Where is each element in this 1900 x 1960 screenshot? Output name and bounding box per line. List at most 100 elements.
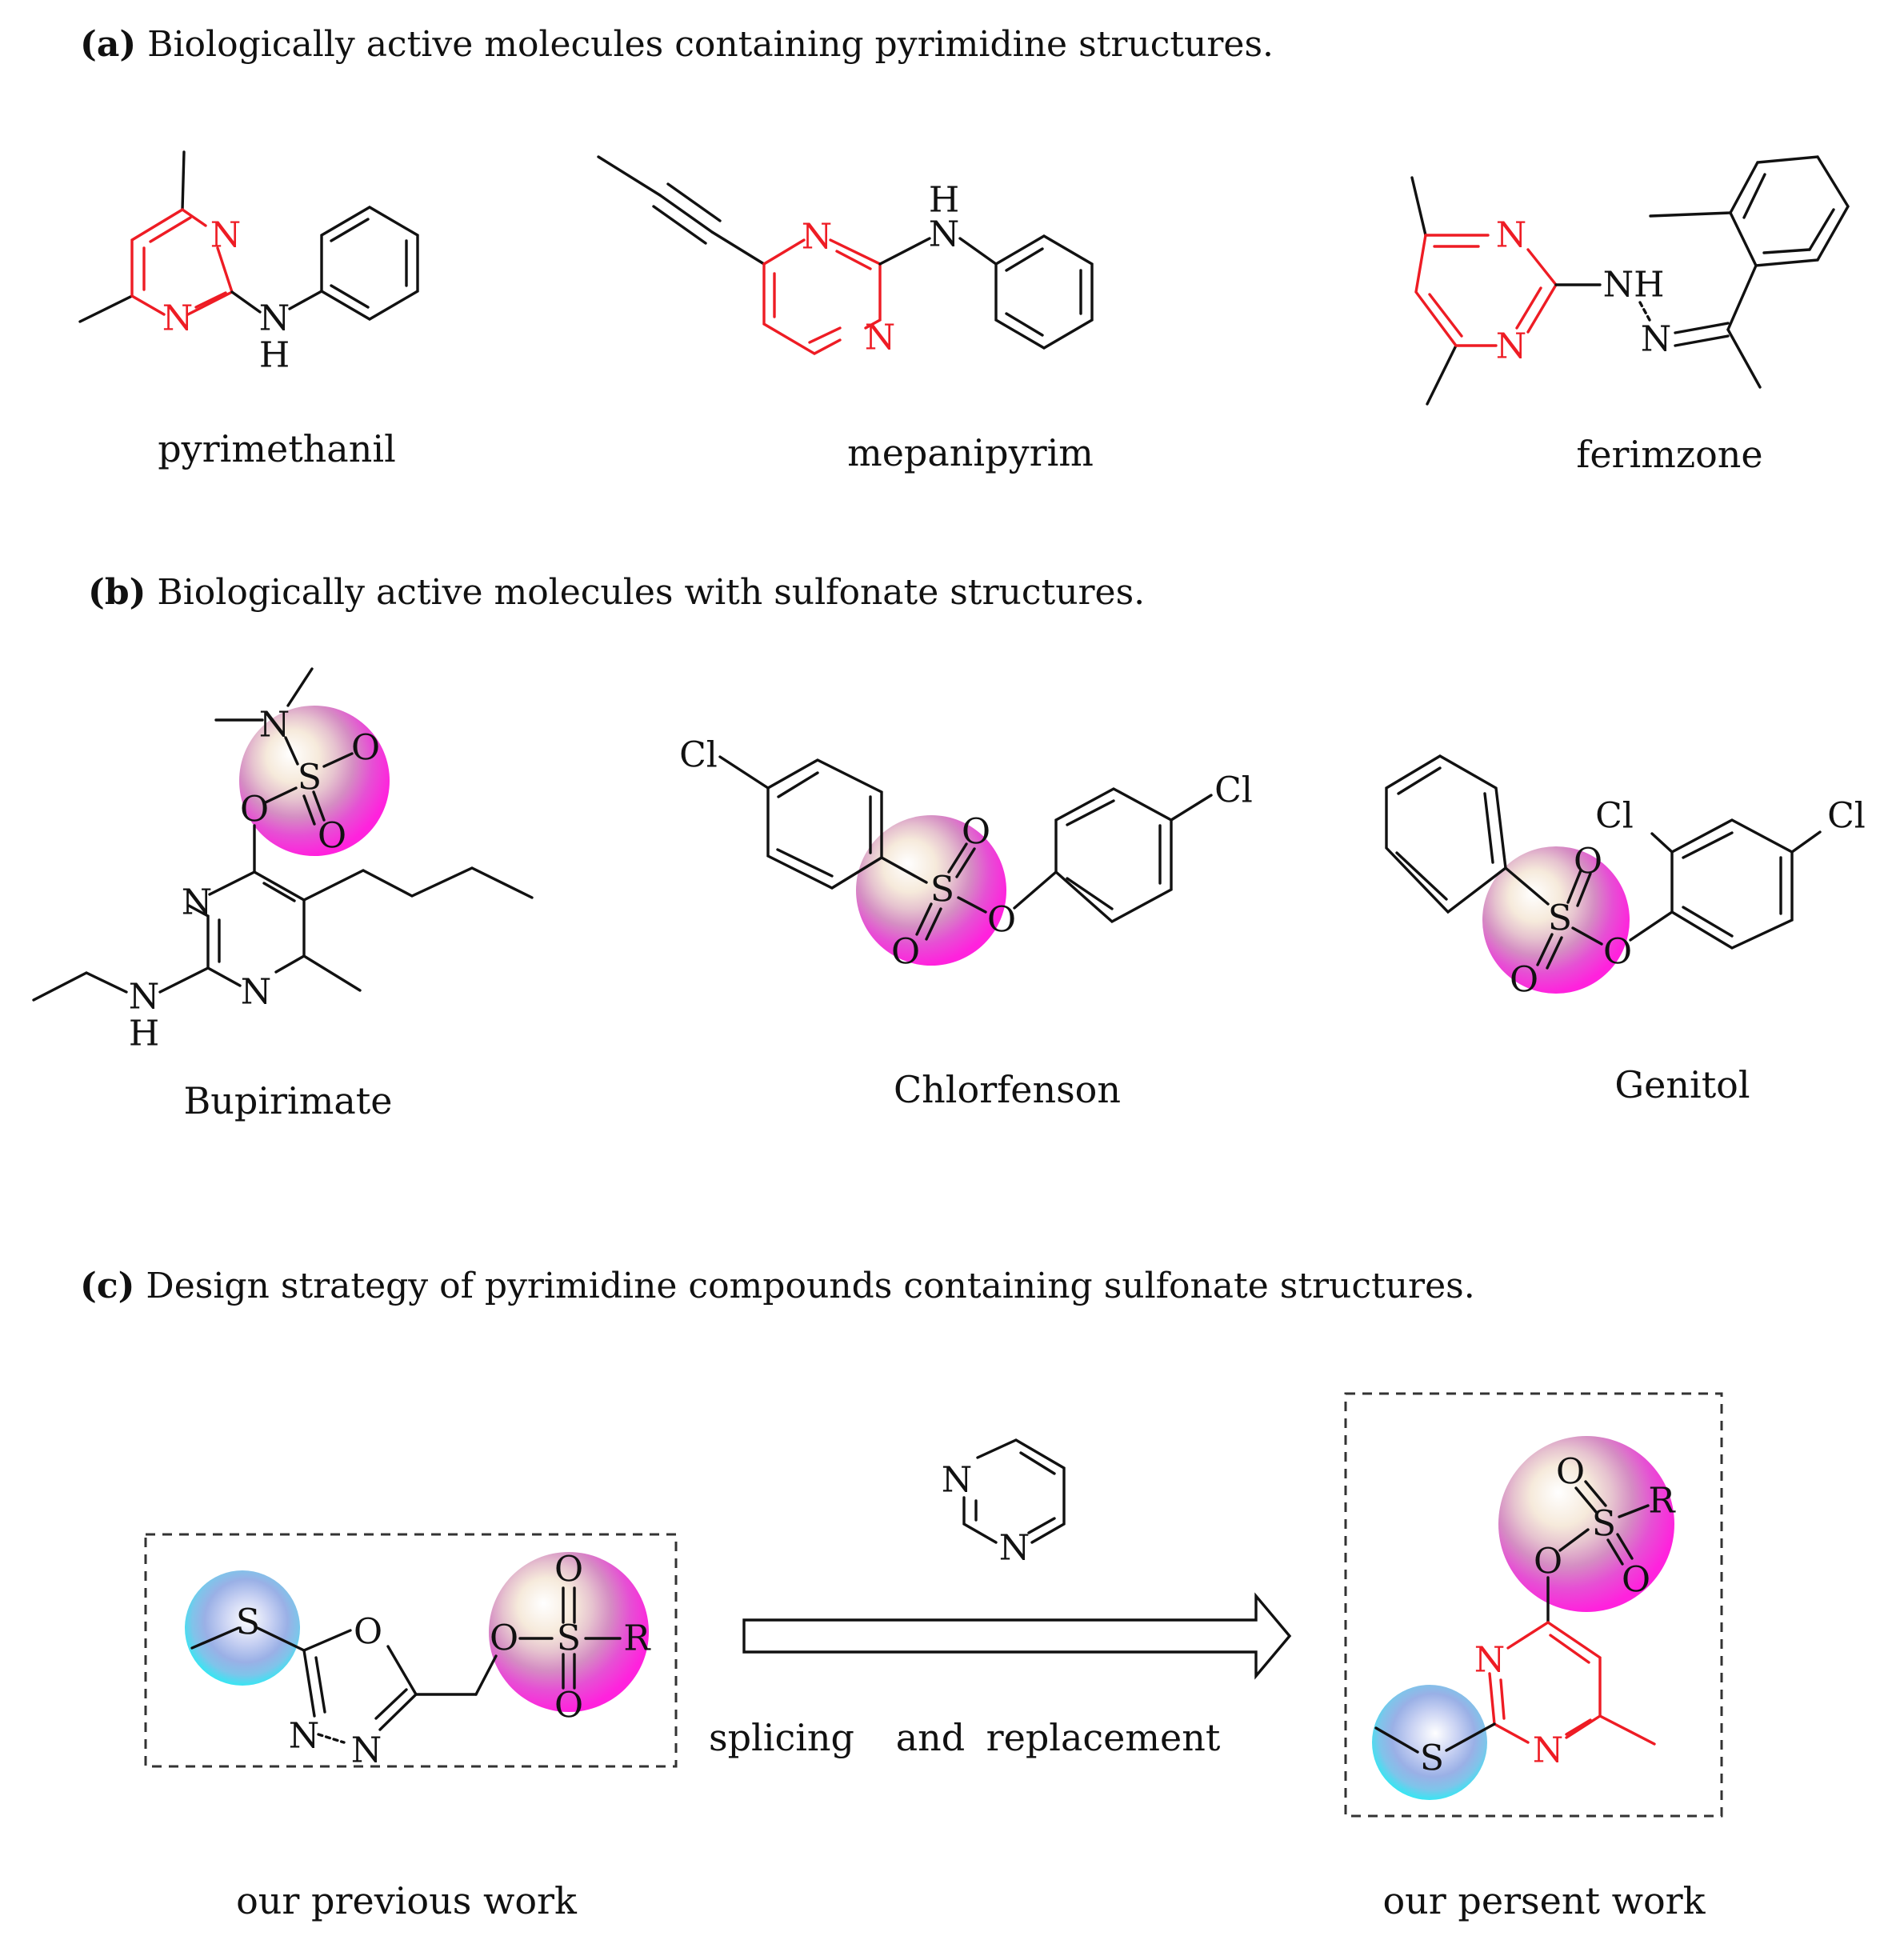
bond bbox=[230, 290, 262, 314]
bond bbox=[1566, 869, 1582, 904]
atom-label-n: N bbox=[182, 882, 213, 923]
bond bbox=[1616, 1533, 1634, 1560]
sulfonate-sphere bbox=[856, 815, 1006, 966]
sulfonate-sphere bbox=[1498, 1436, 1674, 1612]
bond bbox=[253, 870, 306, 974]
bond bbox=[1574, 1486, 1598, 1514]
bond bbox=[1426, 344, 1458, 406]
bond bbox=[666, 182, 722, 222]
bond bbox=[181, 208, 207, 227]
atom-label-o: O bbox=[354, 1612, 382, 1653]
atom-label-s: S bbox=[930, 870, 954, 910]
atom-label-n: N bbox=[1641, 319, 1672, 360]
bond bbox=[766, 758, 883, 890]
previous-work-box bbox=[144, 1533, 678, 1768]
bond bbox=[1565, 1718, 1592, 1736]
atom-label-n: N bbox=[259, 298, 290, 339]
bond bbox=[1385, 754, 1507, 914]
atom-label-n: N bbox=[1474, 1640, 1506, 1681]
bond bbox=[957, 896, 987, 914]
bond bbox=[181, 150, 186, 211]
bond bbox=[925, 907, 942, 941]
structure-chlorfenson: Cl S O O O Cl Chlorfenson bbox=[679, 735, 1253, 1112]
bond bbox=[284, 736, 299, 766]
atom-label-o: O bbox=[1622, 1560, 1650, 1601]
bond bbox=[1536, 933, 1554, 966]
bond bbox=[474, 1654, 498, 1696]
bond bbox=[1790, 830, 1822, 854]
bond bbox=[1571, 926, 1603, 946]
atom-label-o: O bbox=[1574, 842, 1602, 882]
bond bbox=[208, 870, 256, 896]
label-ferimzone: ferimzone bbox=[1576, 433, 1762, 476]
bond bbox=[1027, 1517, 1056, 1534]
bond bbox=[1483, 792, 1494, 864]
transformation-arrow: N N splicing and replacement bbox=[709, 1438, 1292, 1759]
bond bbox=[1397, 766, 1442, 795]
bond bbox=[1618, 1504, 1650, 1518]
atom-label-o: O bbox=[891, 932, 920, 973]
bond bbox=[317, 1733, 346, 1744]
bond bbox=[808, 326, 842, 344]
atom-label-n: N bbox=[865, 318, 896, 358]
bond bbox=[190, 1626, 240, 1650]
bond bbox=[1445, 1722, 1496, 1752]
bond bbox=[302, 794, 316, 826]
arrow-label-splicing: splicing bbox=[709, 1716, 854, 1759]
bond bbox=[1726, 328, 1762, 389]
atom-label-h: H bbox=[929, 180, 959, 221]
atom-label-n: N bbox=[129, 977, 160, 1018]
atom-label-nh: NH bbox=[1603, 265, 1665, 306]
bond bbox=[158, 966, 210, 994]
atom-label-s: S bbox=[298, 758, 322, 798]
bond bbox=[777, 771, 819, 798]
atom-label-r: R bbox=[1648, 1481, 1676, 1522]
atom-label-o: O bbox=[490, 1618, 518, 1659]
thioether-sphere bbox=[1372, 1685, 1487, 1800]
arrow-label-replacement: replacement bbox=[986, 1716, 1221, 1759]
bond bbox=[264, 786, 298, 804]
bond bbox=[915, 902, 933, 936]
bond bbox=[1013, 870, 1058, 910]
atom-label-o: O bbox=[554, 1686, 583, 1726]
atom-label-n: N bbox=[241, 972, 272, 1013]
atom-label-n: N bbox=[289, 1716, 320, 1757]
structure-pyrimethanil: N N N H pyrimethanil bbox=[78, 150, 419, 470]
bond bbox=[1682, 831, 1734, 859]
bond bbox=[658, 194, 714, 234]
bond bbox=[976, 1438, 1066, 1544]
bond bbox=[955, 847, 976, 878]
atom-label-n: N bbox=[1496, 215, 1527, 256]
bond bbox=[1428, 293, 1463, 338]
structure-previous-work: S O N N O S O O R our previous work bbox=[144, 1533, 678, 1922]
bond bbox=[1488, 1672, 1530, 1744]
structure-ferimzone: N N NH N ferimzone bbox=[1410, 155, 1850, 476]
bond bbox=[1674, 322, 1730, 334]
bond bbox=[1066, 799, 1115, 826]
atom-label-n: N bbox=[942, 1460, 973, 1501]
atom-label-s: S bbox=[557, 1618, 581, 1659]
bond bbox=[32, 971, 128, 1002]
structure-mepanipyrim: N N H N mepanipyrim bbox=[597, 155, 1094, 474]
caption-b: (b) Biologically active molecules with s… bbox=[88, 572, 1145, 613]
bond bbox=[130, 208, 184, 316]
bond bbox=[1410, 176, 1427, 237]
bond bbox=[314, 1656, 326, 1714]
bond bbox=[597, 155, 662, 197]
atom-label-n: N bbox=[210, 215, 242, 256]
atom-label-cl: Cl bbox=[679, 735, 718, 776]
bond bbox=[1506, 1621, 1550, 1650]
bond bbox=[710, 230, 766, 266]
atom-label-o: O bbox=[240, 790, 269, 830]
atom-label-o: O bbox=[1603, 932, 1632, 973]
bond bbox=[1674, 334, 1730, 347]
label-pyrimethanil: pyrimethanil bbox=[158, 427, 396, 470]
atom-label-n: N bbox=[999, 1528, 1030, 1569]
bond bbox=[1638, 301, 1651, 322]
atom-label-o: O bbox=[1556, 1452, 1585, 1493]
bond bbox=[878, 237, 931, 266]
bond bbox=[1414, 234, 1498, 347]
bond bbox=[1576, 872, 1592, 907]
atom-label-h: H bbox=[129, 1014, 159, 1054]
label-present-work: our persent work bbox=[1382, 1879, 1706, 1922]
